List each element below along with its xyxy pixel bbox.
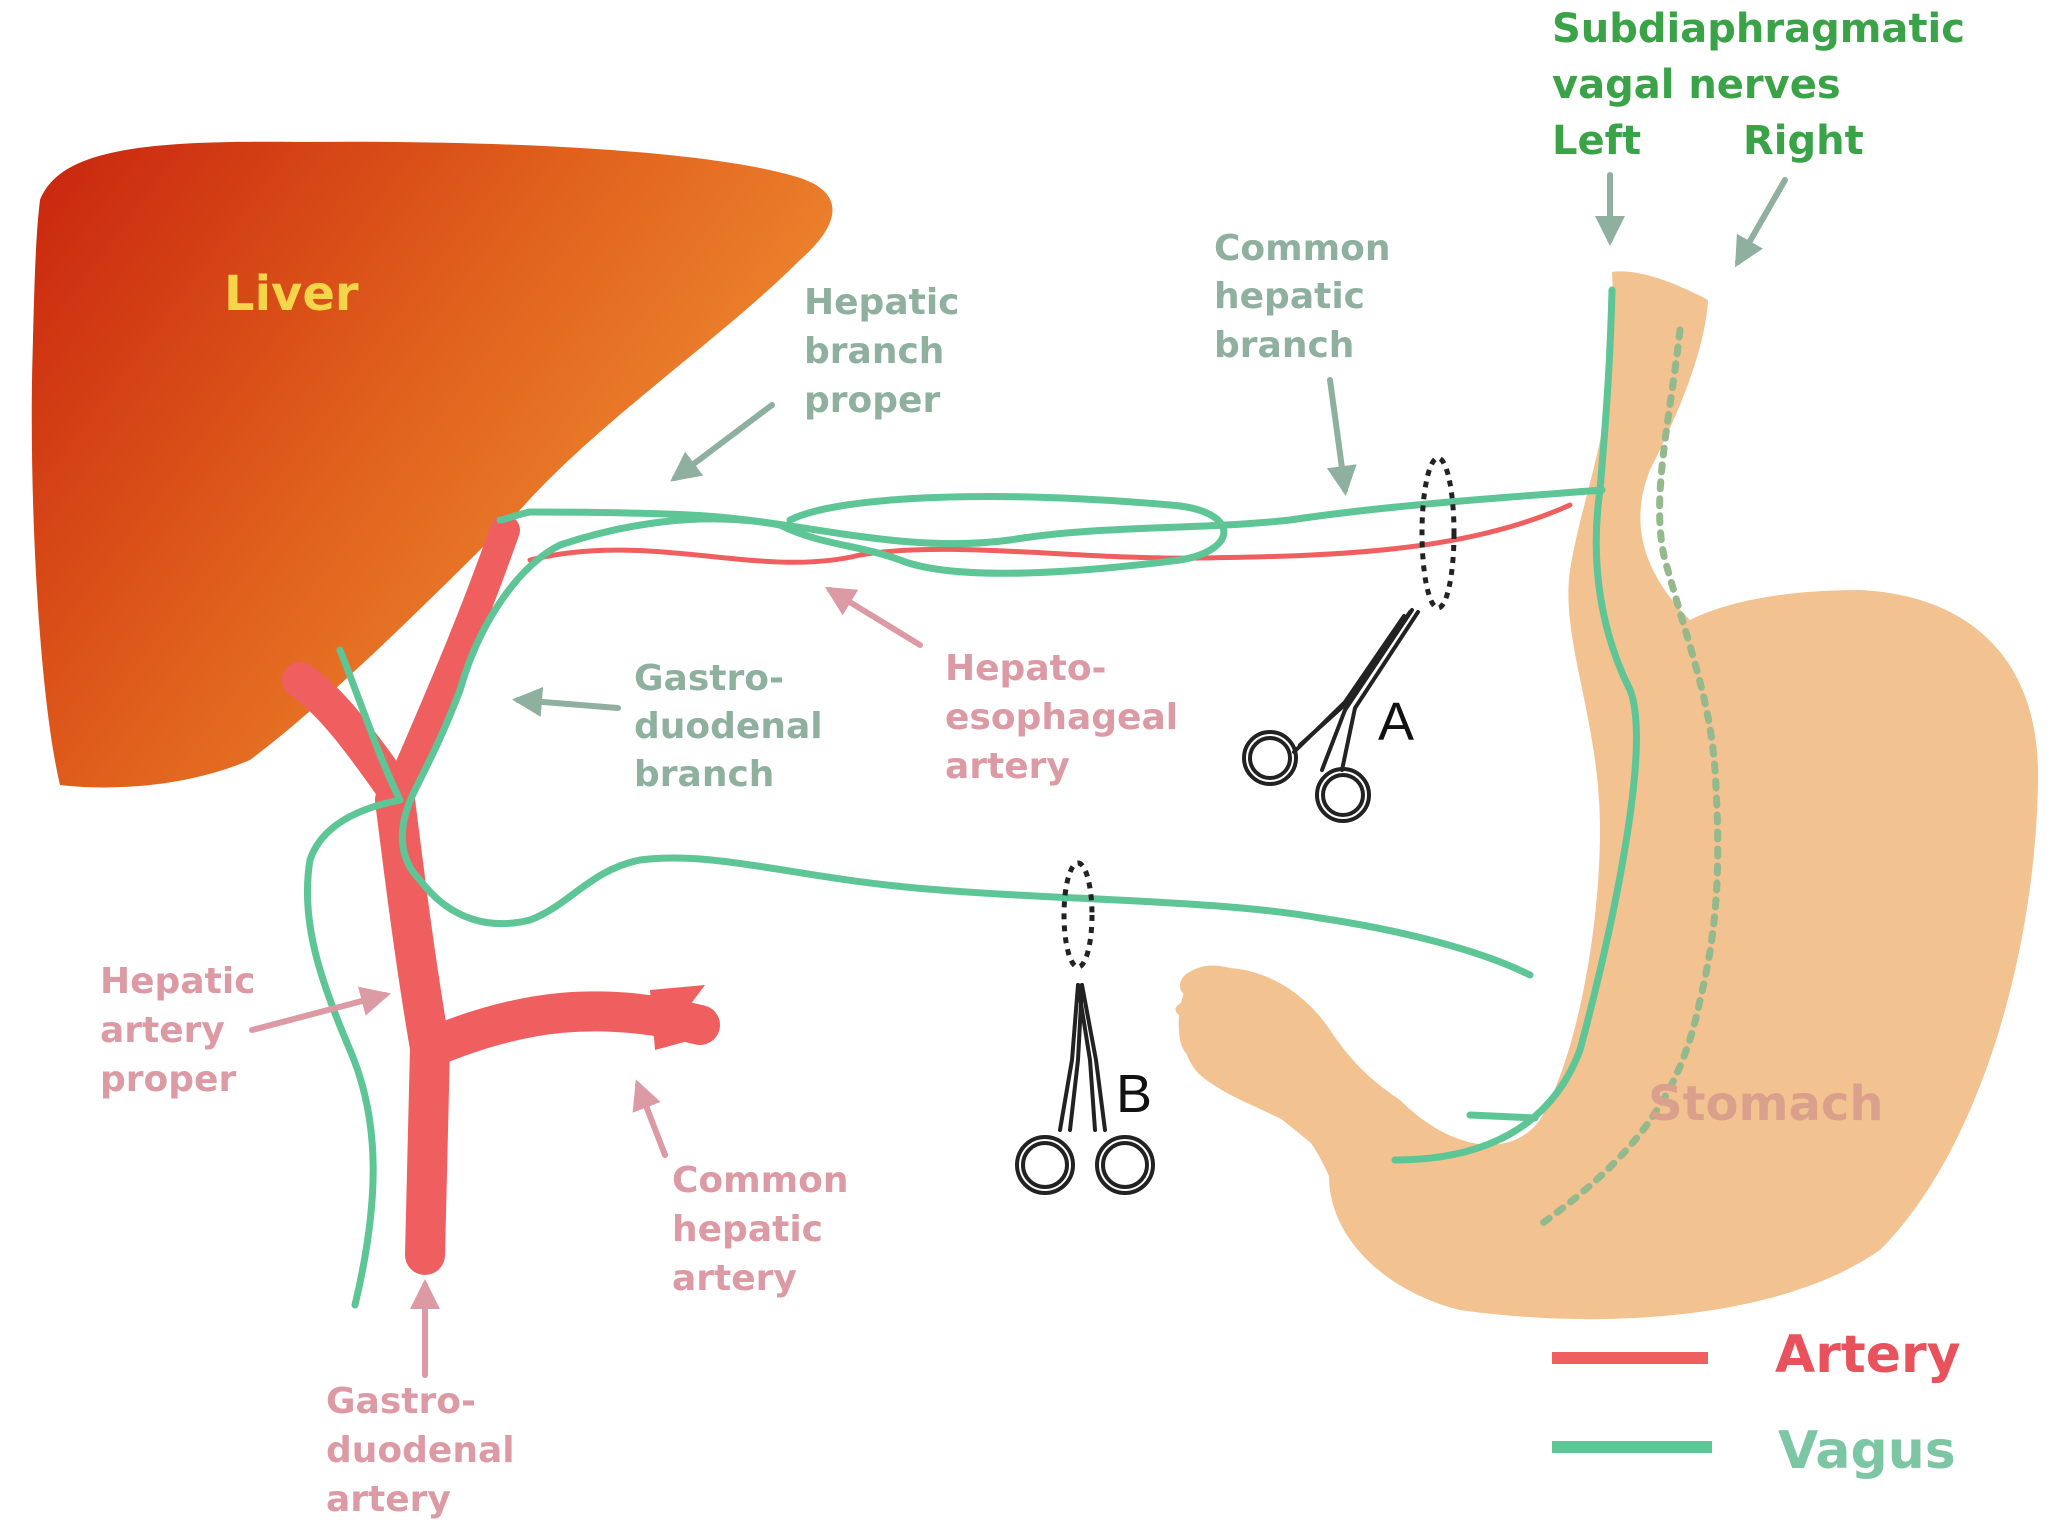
liver-shape	[31, 141, 833, 788]
left-hepatic-artery-vessel	[282, 662, 413, 808]
hepatic-branch-loop	[456, 493, 1228, 694]
cut-label-b: B	[1116, 1064, 1152, 1124]
header-line2: vagal nerves	[1552, 62, 1841, 108]
arrow-common-hepatic-branch-icon	[1326, 377, 1357, 496]
scissors-a-icon	[1242, 608, 1420, 823]
gastroduodenal-branch-nerve	[398, 686, 1534, 979]
cut-site-b	[1061, 860, 1095, 970]
left-vagal-trunk	[1391, 286, 1640, 1164]
svg-text:artery: artery	[100, 1010, 225, 1051]
hepatic-artery-proper-label: Hepatic artery proper	[100, 961, 256, 1100]
header-line1: Subdiaphragmatic	[1552, 6, 1965, 52]
gastroduodenal-branch-label: Gastro- duodenal branch	[634, 658, 823, 795]
arrow-common-hepatic-artery-icon	[632, 1079, 668, 1158]
svg-text:proper: proper	[100, 1059, 236, 1100]
svg-text:Common: Common	[1214, 228, 1391, 269]
arrow-icon-group-artery	[249, 586, 923, 1378]
header-right: Right	[1743, 118, 1864, 164]
svg-text:Hepatic: Hepatic	[804, 282, 960, 323]
svg-text:Hepato-: Hepato-	[945, 648, 1107, 689]
svg-text:branch: branch	[804, 331, 944, 372]
hepatoesophageal-artery-label: Hepato- esophageal artery	[945, 648, 1178, 787]
arrow-hepatic-branch-proper-icon	[670, 402, 775, 482]
svg-text:artery: artery	[672, 1258, 797, 1299]
common-hepatic-artery-end	[650, 985, 710, 1050]
svg-text:duodenal: duodenal	[634, 706, 823, 747]
stomach-label: Stomach	[1648, 1076, 1884, 1132]
arrow-hepatic-artery-proper-icon	[249, 986, 391, 1033]
arrow-right-vagus-icon	[1735, 177, 1788, 268]
header-left: Left	[1552, 118, 1641, 164]
gastric-branch	[1466, 1111, 1539, 1122]
gastroduodenal-artery-vessel	[405, 1028, 450, 1275]
liver-label: Liver	[224, 266, 359, 322]
legend-artery-label: Artery	[1775, 1325, 1961, 1385]
hepatic-branch-proper-label: Hepatic branch proper	[804, 282, 960, 421]
hepatoesophageal-artery-vessel	[527, 502, 1573, 565]
common-hepatic-branch-label: Common hepatic branch	[1214, 228, 1391, 366]
svg-text:branch: branch	[1214, 325, 1354, 366]
arrow-icon-group-vagus	[512, 172, 1788, 717]
common-hepatic-branch-nerve	[526, 486, 1606, 548]
pylorus-shape	[1182, 977, 1400, 1200]
vagus-group	[303, 286, 1640, 1309]
legend-vagus-label: Vagus	[1778, 1421, 1956, 1481]
scissors-b-icon	[1015, 983, 1155, 1195]
common-hepatic-artery-label: Common hepatic artery	[672, 1160, 849, 1299]
svg-text:artery: artery	[945, 746, 1070, 787]
svg-text:hepatic: hepatic	[1214, 276, 1365, 317]
svg-text:branch: branch	[634, 754, 774, 795]
arrow-gastroduodenal-branch-icon	[512, 686, 621, 717]
svg-text:Common: Common	[672, 1160, 849, 1201]
hepatic-artery-proper-vessel	[375, 780, 450, 1068]
svg-text:artery: artery	[326, 1479, 451, 1520]
svg-text:hepatic: hepatic	[672, 1209, 823, 1250]
right-vagal-trunk	[1536, 326, 1722, 1229]
svg-text:duodenal: duodenal	[326, 1430, 515, 1471]
svg-text:esophageal: esophageal	[945, 697, 1178, 738]
cut-site-a	[1419, 455, 1457, 611]
svg-text:Gastro-: Gastro-	[326, 1381, 476, 1422]
hepatic-nerve-descending	[303, 646, 404, 1309]
arrow-hepatoesophageal-icon	[824, 586, 923, 648]
right-hepatic-artery-vessel	[385, 515, 520, 805]
hepatic-branch-proper-nerve	[496, 508, 534, 524]
svg-text:Gastro-: Gastro-	[634, 658, 784, 699]
svg-text:Hepatic: Hepatic	[100, 961, 256, 1002]
stomach-shape	[1175, 271, 2039, 1320]
svg-text:proper: proper	[804, 380, 940, 421]
gastroduodenal-artery-label: Gastro- duodenal artery	[326, 1381, 515, 1520]
cut-label-a: A	[1378, 692, 1414, 752]
